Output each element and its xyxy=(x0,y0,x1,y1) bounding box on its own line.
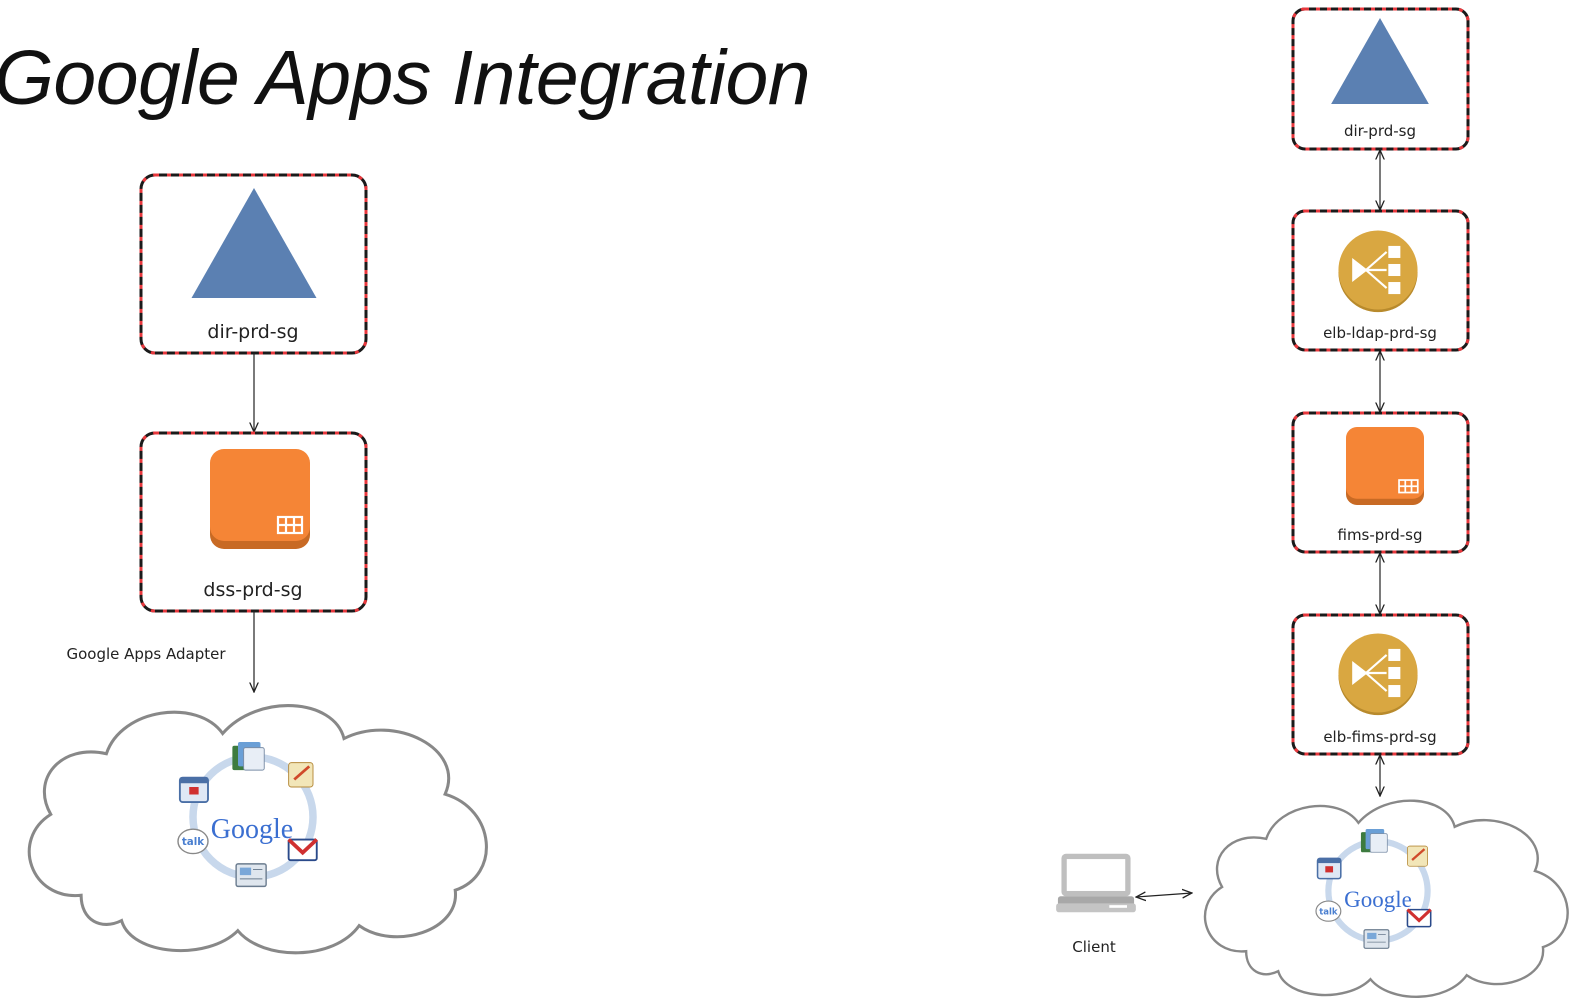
group-label: dss-prd-sg xyxy=(203,579,302,601)
ec2-instance-icon xyxy=(1346,426,1424,506)
load-balancer-icon xyxy=(1337,632,1419,716)
laptop-icon xyxy=(1056,853,1136,913)
google-apps-cloud[interactable]: Google xyxy=(27,704,488,955)
ec2-instance-icon xyxy=(210,447,310,551)
security-group-dir-prd-sg[interactable]: dir-prd-sg xyxy=(1291,7,1470,151)
client-arrow xyxy=(1136,893,1192,897)
edge-label: Google Apps Adapter xyxy=(66,645,226,663)
security-group-elb-fims-prd-sg[interactable]: elb-fims-prd-sg xyxy=(1291,613,1470,756)
load-balancer-icon xyxy=(1337,229,1419,313)
google-logo: Google xyxy=(211,814,293,845)
group-label: elb-ldap-prd-sg xyxy=(1323,324,1437,342)
client-node[interactable]: Client xyxy=(1056,853,1136,956)
group-label: dir-prd-sg xyxy=(1344,122,1416,140)
google-apps-cloud[interactable]: Google xyxy=(1203,799,1569,999)
security-group-elb-ldap-prd-sg[interactable]: elb-ldap-prd-sg xyxy=(1291,209,1470,352)
security-group-dir-prd-sg[interactable]: dir-prd-sg xyxy=(139,173,368,355)
right-flow: dir-prd-sg elb-ldap-prd-sg fims-prd-sg e… xyxy=(1056,7,1569,999)
security-group-fims-prd-sg[interactable]: fims-prd-sg xyxy=(1291,411,1470,554)
page-title: Google Apps Integration xyxy=(0,35,811,121)
group-label: elb-fims-prd-sg xyxy=(1323,728,1436,746)
group-label: dir-prd-sg xyxy=(207,321,298,343)
google-logo: Google xyxy=(1344,887,1412,912)
security-group-dss-prd-sg[interactable]: dss-prd-sg xyxy=(139,431,368,613)
left-flow: dir-prd-sg dss-prd-sg Google Apps Adapte… xyxy=(27,173,488,955)
group-label: fims-prd-sg xyxy=(1338,526,1423,544)
client-label: Client xyxy=(1072,938,1116,956)
